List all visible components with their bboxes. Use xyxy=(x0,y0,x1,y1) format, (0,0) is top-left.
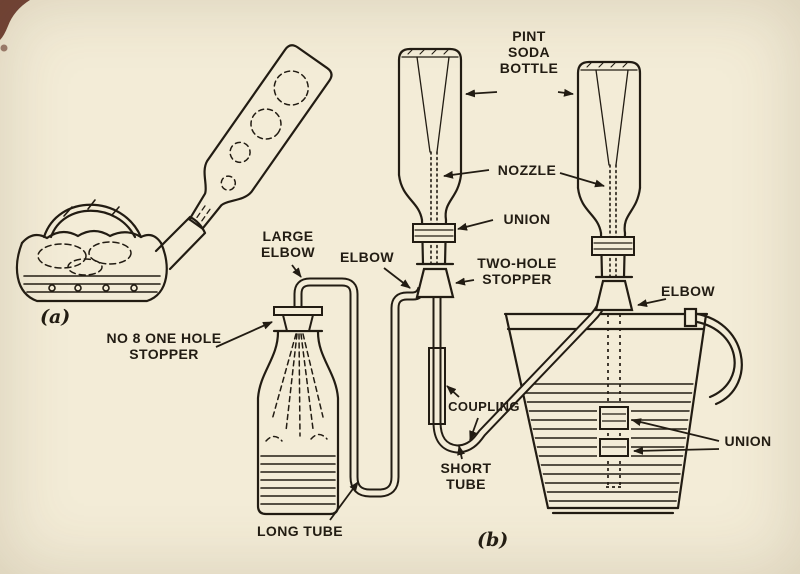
arrow-pint-bottle-right xyxy=(557,88,574,97)
short-tube-run xyxy=(432,294,607,454)
label-part-b: (b) xyxy=(477,529,509,551)
arrow-long-tube xyxy=(329,481,359,521)
arrow-coupling-lower xyxy=(469,417,479,441)
kettle xyxy=(15,199,207,303)
milk-bottle xyxy=(256,329,340,516)
label-pint-soda-bottle: PINT SODA BOTTLE xyxy=(499,28,559,76)
label-part-a: (a) xyxy=(40,306,71,328)
nozzle-tube-2 xyxy=(595,69,629,281)
label-elbow-right: ELBOW xyxy=(660,283,716,299)
label-large-elbow: LARGE ELBOW xyxy=(260,228,316,260)
label-coupling: COUPLING xyxy=(448,399,520,414)
arrow-coupling-upper xyxy=(446,385,460,398)
label-nozzle: NOZZLE xyxy=(497,162,557,178)
arrow-nozzle-left xyxy=(443,169,490,179)
label-two-hole-stopper: TWO-HOLE STOPPER xyxy=(477,255,557,287)
annotation-arrows xyxy=(215,88,720,521)
arrow-union-top xyxy=(457,219,494,231)
arrow-elbow-right xyxy=(637,298,667,308)
milk-bottle-spray xyxy=(265,333,328,442)
pouring-bottle xyxy=(188,44,333,230)
kettle-steam-bubbles xyxy=(37,241,132,276)
arrow-short-tube xyxy=(457,445,465,460)
milk-bottle-liquid-lines xyxy=(260,455,336,505)
soda-bottle-2 xyxy=(576,60,642,312)
pouring-bottle-bubbles xyxy=(196,70,309,222)
kettle-liquid xyxy=(23,275,161,293)
two-hole-stopper-fitting xyxy=(415,267,455,299)
label-union-right: UNION xyxy=(724,433,772,449)
coupling-sleeve xyxy=(428,347,446,425)
arrow-elbow-left xyxy=(383,267,411,289)
arrow-union-right-upper xyxy=(631,418,720,442)
arrow-pint-bottle-left xyxy=(465,89,498,98)
union-fitting-bottle-2 xyxy=(591,236,635,256)
union-fitting-lower xyxy=(599,438,629,457)
label-short-tube: SHORT TUBE xyxy=(440,460,492,492)
bucket-handle xyxy=(683,307,743,406)
label-union-top: UNION xyxy=(503,211,551,227)
soda-bottle-1 xyxy=(397,47,463,299)
stopper-elbow-fitting xyxy=(594,279,634,312)
arrow-union-right-lower xyxy=(633,446,720,455)
arrow-nozzle-right xyxy=(559,172,605,188)
kettle-handle xyxy=(42,199,143,239)
page-corner-mark xyxy=(0,0,30,52)
arrow-two-hole-stopper xyxy=(455,277,475,286)
label-elbow-left: ELBOW xyxy=(339,249,395,265)
bucket-drop-tube xyxy=(597,314,631,488)
nozzle-tube xyxy=(416,56,450,268)
label-no-8-one-hole-stopper: NO 8 ONE HOLE STOPPER xyxy=(106,330,222,362)
one-hole-stopper xyxy=(273,306,323,332)
long-tube-run xyxy=(293,277,427,498)
arrow-no8-stopper xyxy=(215,321,273,348)
arrow-large-elbow xyxy=(291,264,302,278)
union-fitting-bottle-1 xyxy=(412,223,456,243)
label-long-tube: LONG TUBE xyxy=(256,523,344,539)
union-fitting-upper xyxy=(599,406,629,430)
